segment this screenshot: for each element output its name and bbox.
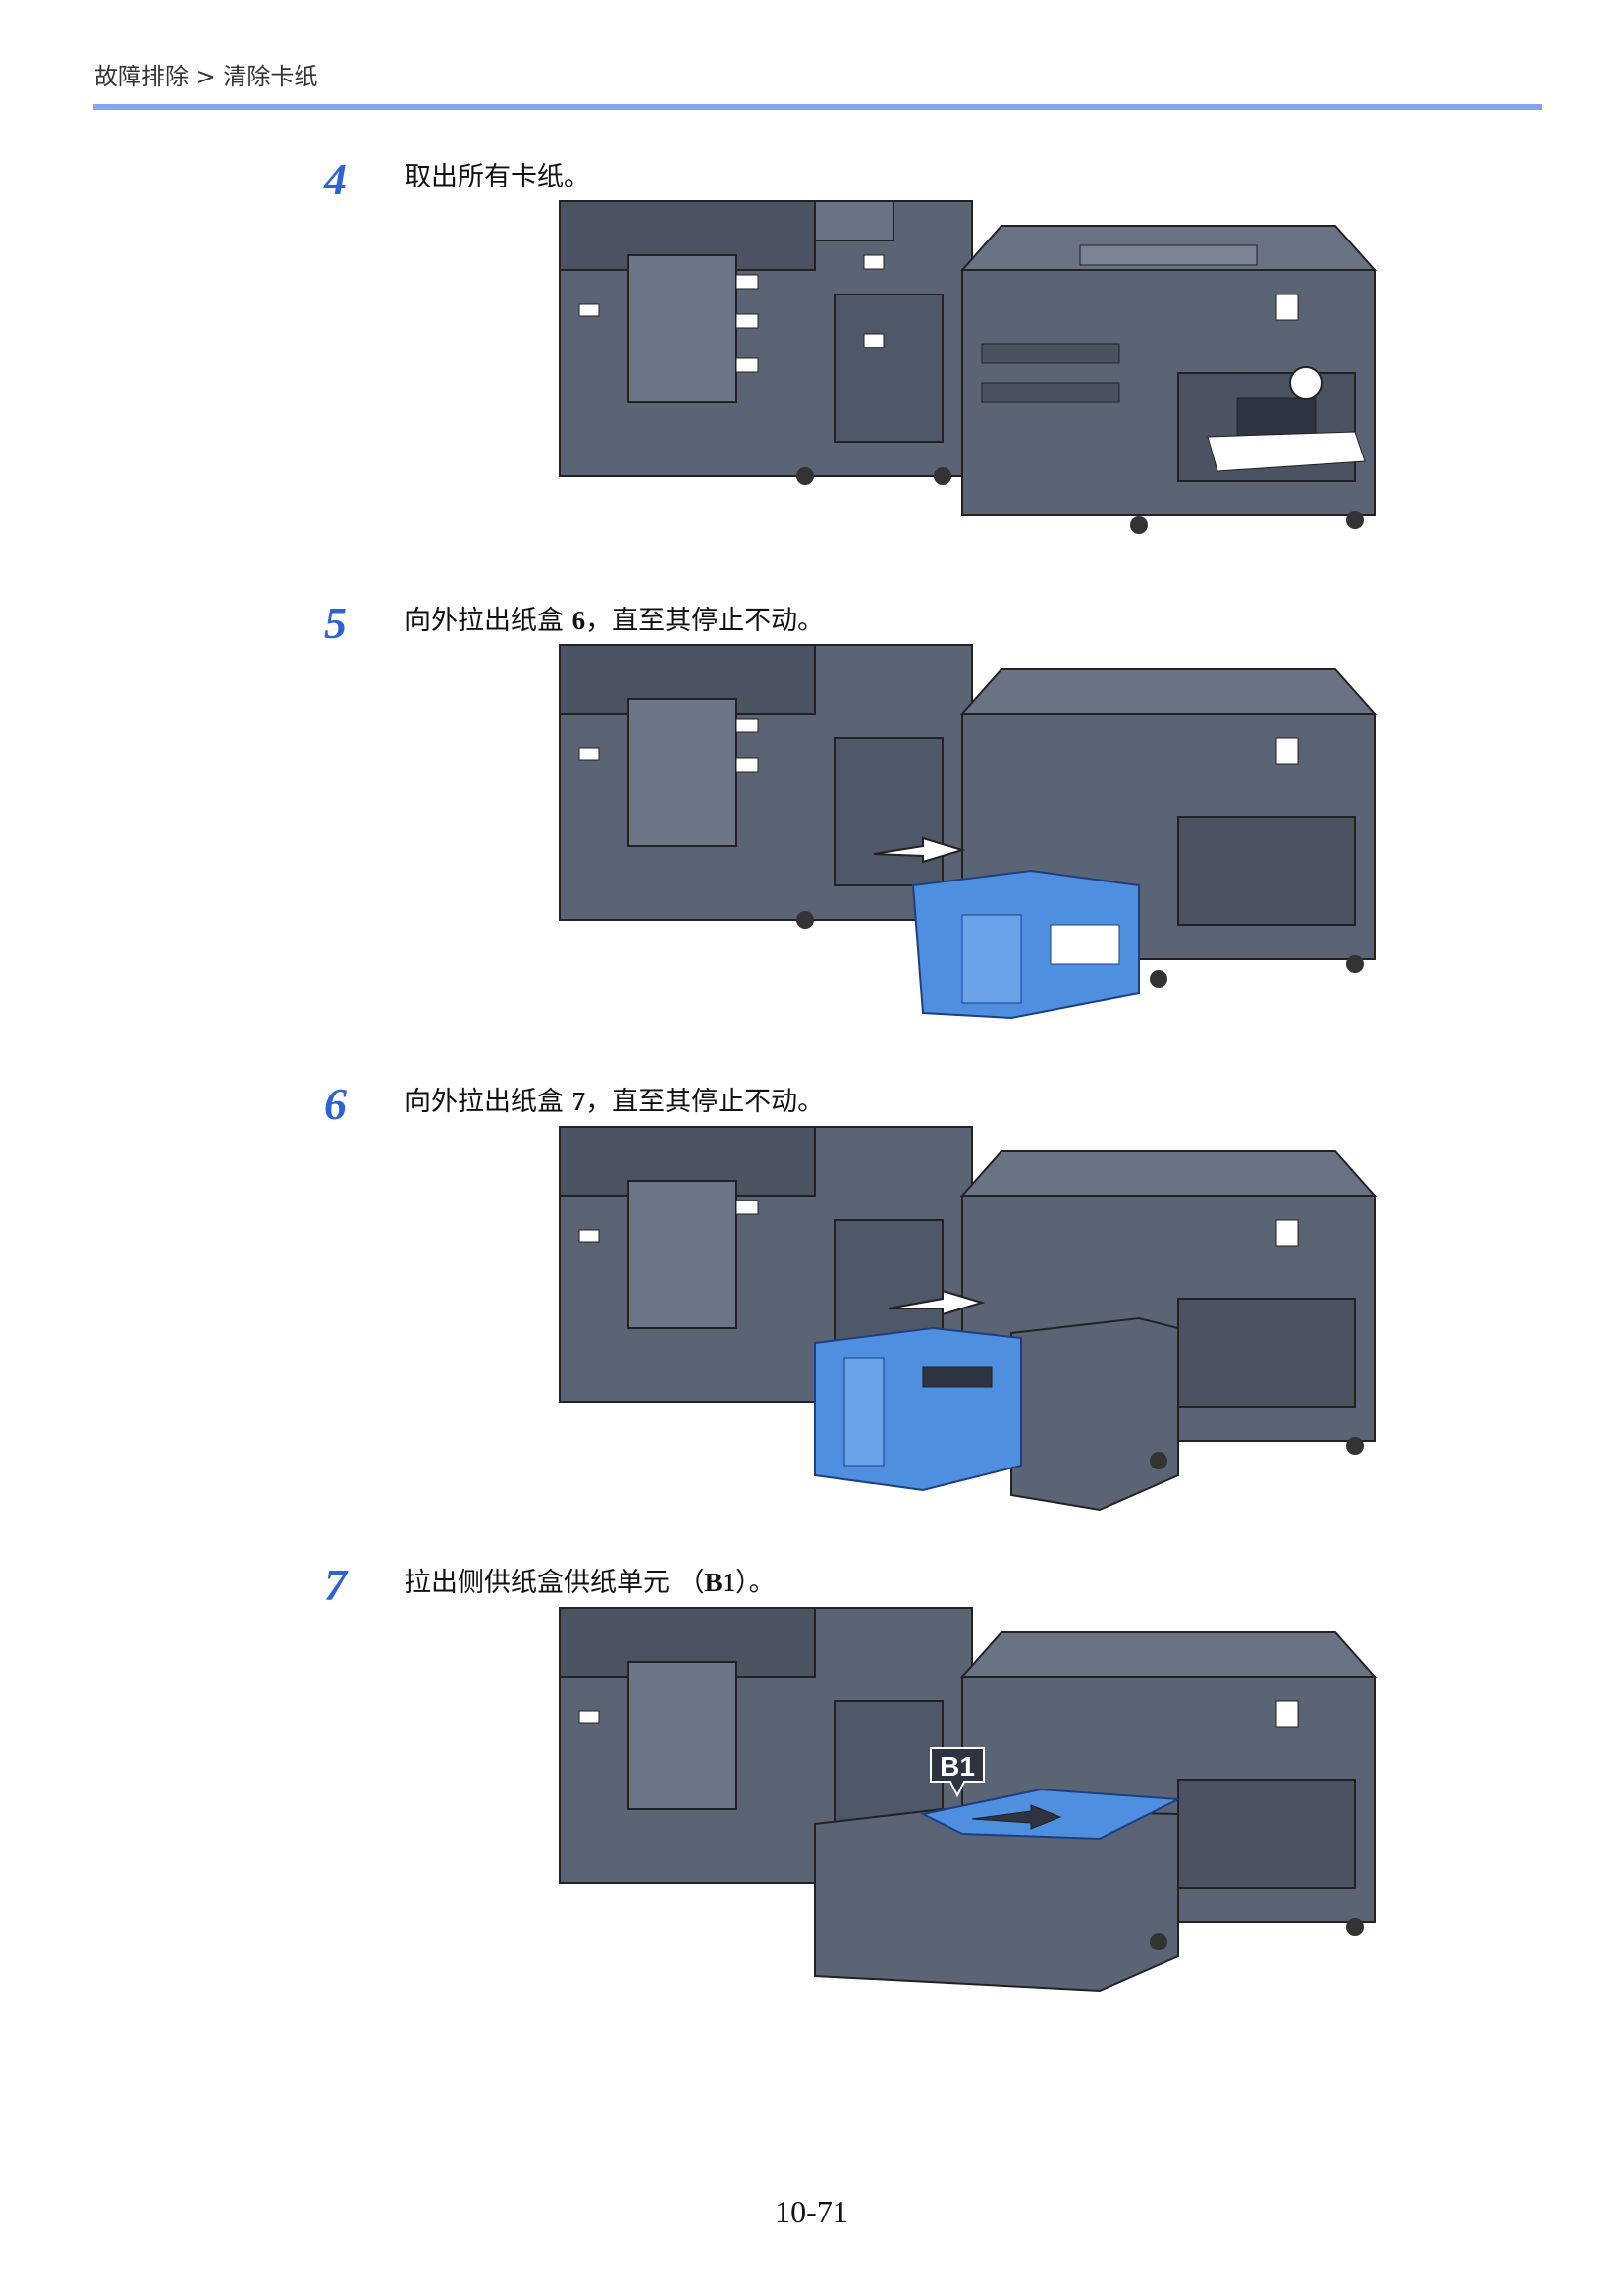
step-5-illustration [550,640,1394,1033]
step-4-text: 取出所有卡纸。 [405,162,590,192]
breadcrumb: 故障排除 > 清除卡纸 [94,63,318,90]
step-4-illustration [550,196,1394,560]
step-6-number: 6 [324,1079,347,1129]
header-rule [93,104,1542,110]
step-6-illustration [550,1122,1394,1524]
step-7-illustration: B1 [550,1603,1394,2005]
step-5-text: 向外拉出纸盒 6，直至其停止不动。 [405,606,825,636]
b1-callout-label: B1 [940,1751,975,1782]
step-6-text: 向外拉出纸盒 7，直至其停止不动。 [405,1087,825,1117]
step-7-text: 拉出侧供纸盒供纸单元 （B1）。 [405,1568,776,1598]
page-number: 10-71 [775,2194,848,2229]
step-7-number: 7 [324,1560,347,1610]
step-4-number: 4 [324,154,347,204]
step-5-number: 5 [324,598,347,648]
